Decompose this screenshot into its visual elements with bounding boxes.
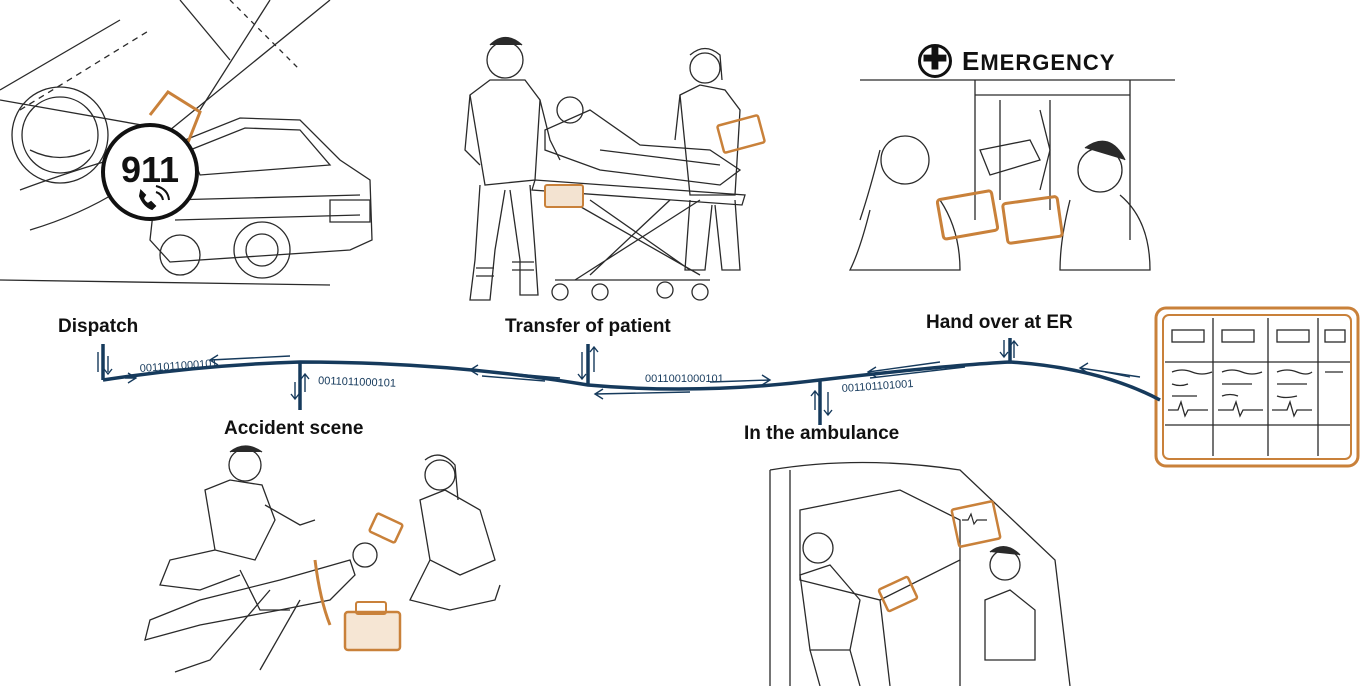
transfer-illustration — [464, 36, 746, 301]
stage-label-handover: Hand over at ER — [926, 312, 1073, 333]
dispatch-illustration — [0, 0, 373, 286]
flow-arrows — [97, 339, 1141, 417]
records-dashboard — [1154, 306, 1360, 468]
emergency-sign: ✚ EMERGENCY — [918, 44, 1115, 78]
monitor-icon — [950, 500, 1002, 548]
emergency-sign-rest: MERGENCY — [980, 49, 1116, 75]
phone-outline — [148, 90, 202, 151]
binary-dispatch-to-scene: 0011011000101 — [139, 358, 218, 375]
steering-wheel-icon — [11, 86, 109, 184]
binary-scene-to-transfer: 0011011000101 — [318, 375, 396, 390]
timeline-path — [102, 360, 1161, 402]
stage-label-dispatch: Dispatch — [58, 316, 139, 337]
tablet-icon — [716, 114, 766, 154]
accident-illustration — [144, 445, 501, 673]
binary-ambulance-to-er: 001101101001 — [841, 378, 913, 395]
emergency-sign-text: EMERGENCY — [962, 46, 1115, 77]
er-illustration — [848, 79, 1175, 271]
medical-cross-icon: ✚ — [918, 44, 952, 78]
tablet-icon-left — [935, 189, 1000, 241]
stage-label-accident-scene: Accident scene — [224, 418, 364, 439]
timeline — [97, 338, 1161, 425]
ambulance-illustration — [769, 461, 1071, 686]
tablet-icon-scene — [368, 512, 404, 544]
tablet-icon-ambulance — [877, 575, 919, 613]
defibrillator-scene — [313, 559, 402, 652]
emergency-sign-initial: E — [962, 45, 981, 76]
phone-icon — [138, 185, 170, 211]
call-badge — [101, 123, 199, 221]
binary-transfer-to-ambulance: 0011001000101 — [645, 373, 724, 385]
tablet-icon-right — [1001, 195, 1064, 245]
call-badge-text: 911 — [121, 149, 179, 190]
stage-label-transfer: Transfer of patient — [505, 316, 671, 337]
stage-label-ambulance: In the ambulance — [744, 423, 900, 444]
defibrillator-icon — [544, 184, 584, 208]
